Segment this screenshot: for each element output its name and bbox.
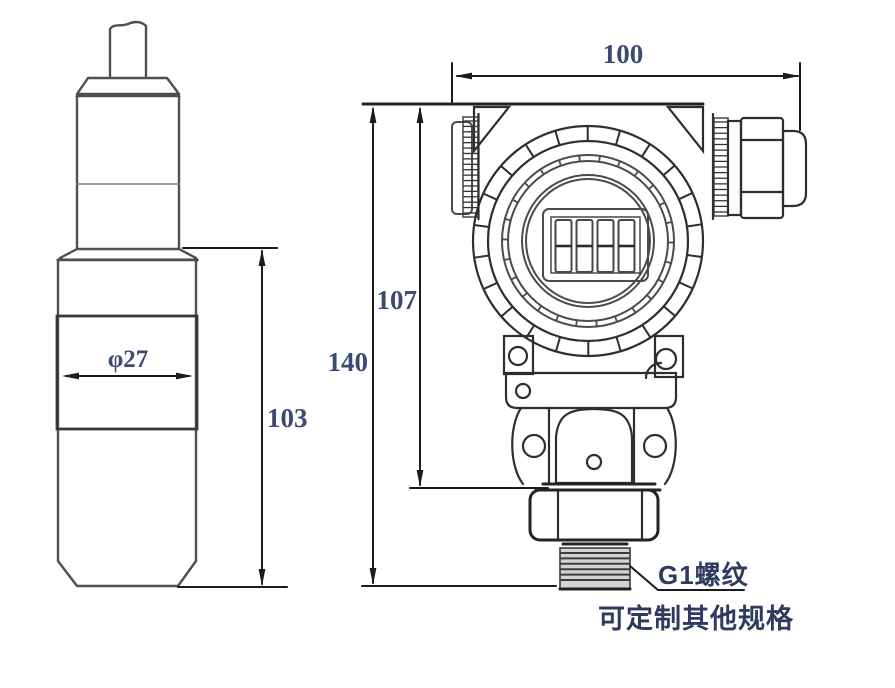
bracket-bolt-hole-left xyxy=(521,433,547,459)
knurled-bezel xyxy=(471,124,705,358)
bracket-bolt-hole-right xyxy=(642,433,668,459)
mounting-bracket xyxy=(511,406,677,492)
plate-screw-hole xyxy=(514,382,532,400)
dimension-transmitter-width: 100 xyxy=(451,39,801,131)
probe-section-band xyxy=(55,314,199,431)
cable-gland xyxy=(711,112,808,221)
dimension-probe-diameter: φ27 xyxy=(62,346,193,380)
customization-note: 可定制其他规格 xyxy=(598,603,794,634)
probe-upper-body xyxy=(75,94,181,251)
probe-view: φ27 103 xyxy=(55,20,308,588)
lcd-display xyxy=(542,208,649,282)
transmitter-width-label: 100 xyxy=(603,39,644,69)
probe-length-label: 103 xyxy=(267,403,308,433)
dimension-transmitter-total-height: 140 xyxy=(328,106,557,587)
right-lug-hole xyxy=(654,347,678,371)
thread-label: G1螺纹 xyxy=(658,560,749,590)
transmitter-view: 100 140 107 G1螺纹 可定制其他规格 xyxy=(328,39,808,634)
left-lug-hole xyxy=(507,345,529,367)
probe-diameter-label: φ27 xyxy=(108,346,149,373)
probe-cable xyxy=(108,20,148,80)
gland-cap xyxy=(781,129,808,208)
left-gusset xyxy=(472,105,512,155)
transmitter-total-height-label: 140 xyxy=(328,347,369,377)
neck-plate xyxy=(502,334,685,410)
right-gusset xyxy=(665,105,705,155)
dimension-transmitter-body-height: 107 xyxy=(377,106,549,489)
lcd-digit-placeholders xyxy=(554,219,636,273)
process-connection xyxy=(528,488,660,591)
left-vent-plug xyxy=(451,112,480,221)
thread-annotation: G1螺纹 可定制其他规格 xyxy=(598,560,794,634)
probe-lower-body xyxy=(56,258,198,588)
probe-neck xyxy=(75,76,181,96)
transmitter-body-height-label: 107 xyxy=(377,285,418,315)
glass-window xyxy=(521,174,655,308)
dimension-probe-length: 103 xyxy=(177,247,308,588)
bracket-center-hole xyxy=(585,453,603,471)
hex-nut xyxy=(528,488,660,542)
